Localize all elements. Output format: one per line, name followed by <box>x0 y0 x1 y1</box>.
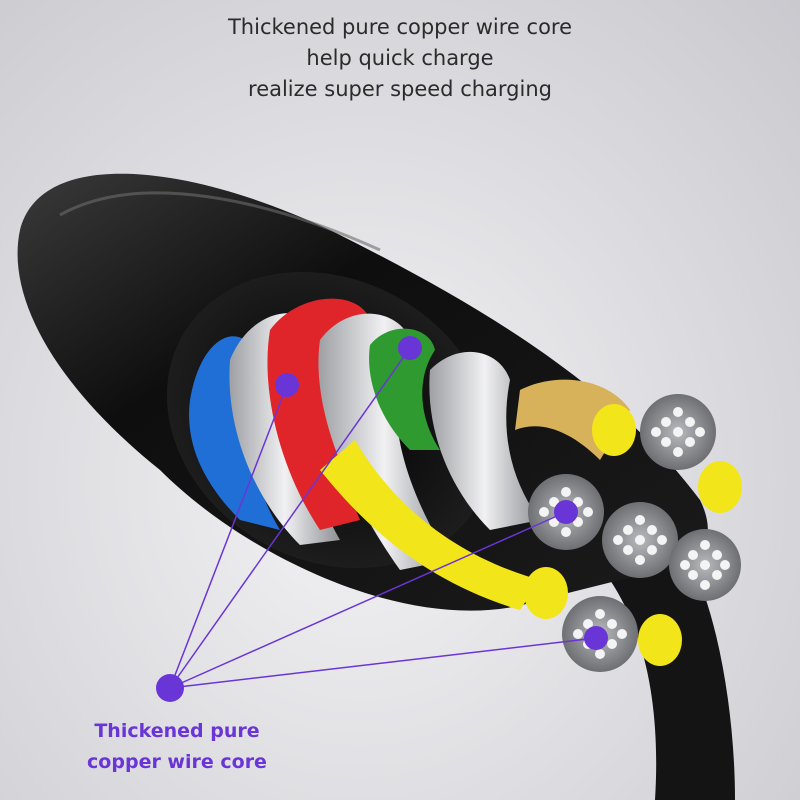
wire-silver-2 <box>318 313 450 570</box>
yellow-cap <box>592 404 636 456</box>
header-line-1: Thickened pure copper wire core <box>227 15 573 39</box>
wire-yellow <box>320 440 540 610</box>
callout-line-1: Thickened pure <box>94 720 260 742</box>
callout-caption: Thickened pure copper wire core <box>62 716 292 778</box>
header-line-2: help quick charge <box>306 46 494 70</box>
callout-lines <box>169 347 597 689</box>
wire-silver-3 <box>429 351 540 530</box>
header-line-3: realize super speed charging <box>248 77 552 101</box>
cable-tail <box>610 560 735 800</box>
callout-line-2: copper wire core <box>87 751 267 773</box>
yellow-cap <box>524 567 568 619</box>
callout-dots <box>156 336 608 702</box>
yellow-cap <box>638 614 682 666</box>
yellow-cap <box>698 461 742 513</box>
header-text: Thickened pure copper wire core help qui… <box>0 12 800 105</box>
wire-green <box>369 328 440 450</box>
